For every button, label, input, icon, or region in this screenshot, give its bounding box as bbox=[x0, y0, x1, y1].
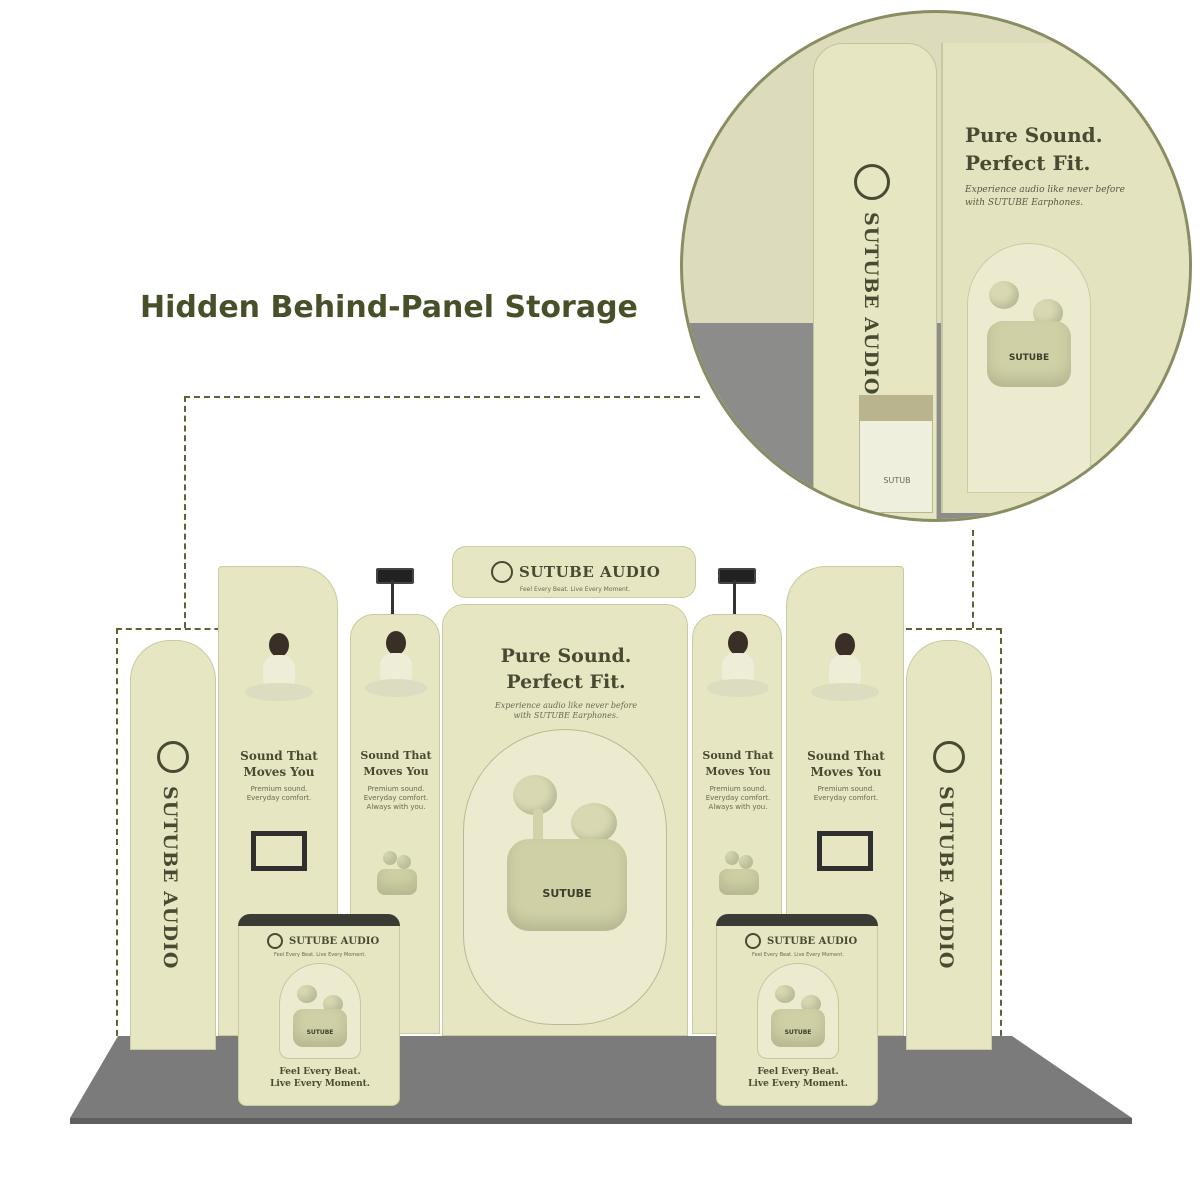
zoom-detail-circle: Pure Sound. Perfect Fit. Experience audi… bbox=[680, 10, 1192, 522]
spotlight-icon bbox=[376, 568, 414, 584]
zoom-back-panel: Pure Sound. Perfect Fit. Experience audi… bbox=[941, 43, 1189, 513]
center-sub-line1: Experience audio like never before bbox=[494, 701, 638, 710]
side-title-line2: Moves You bbox=[705, 765, 771, 778]
side-title-line1: Sound That bbox=[702, 749, 774, 762]
case-label: SUTUBE bbox=[306, 1029, 334, 1036]
spotlight-arm-right bbox=[733, 580, 736, 620]
earbuds-icon bbox=[719, 851, 759, 895]
left-counter: SUTUBE AUDIO Feel Every Beat. Live Every… bbox=[238, 914, 400, 1106]
counter-top-right bbox=[716, 914, 878, 926]
counter-line1: Feel Every Beat. bbox=[757, 1067, 839, 1077]
side-copy-line2: Everyday comfort. bbox=[813, 794, 879, 802]
side-title-line1: Sound That bbox=[360, 749, 432, 762]
meditating-person-icon bbox=[809, 633, 881, 709]
side-copy-line3: Always with you. bbox=[708, 803, 768, 811]
side-copy-line2: Everyday comfort. bbox=[705, 794, 771, 802]
side-title-line2: Moves You bbox=[363, 765, 429, 778]
side-title-line1: Sound That bbox=[240, 749, 318, 763]
center-headline-line1: Pure Sound. bbox=[500, 645, 632, 667]
earbuds-icon bbox=[377, 851, 417, 895]
counter-line2: Live Every Moment. bbox=[748, 1079, 848, 1089]
connector-line-right-drop bbox=[972, 530, 974, 628]
zoom-sub-line2: with SUTUBE Earphones. bbox=[965, 198, 1084, 208]
sutube-logo-icon bbox=[157, 741, 189, 773]
header-brand: SUTUBE AUDIO bbox=[519, 563, 661, 581]
side-copy-line2: Everyday comfort. bbox=[246, 794, 312, 802]
zoom-headline-line1: Pure Sound. bbox=[965, 123, 1103, 147]
side-copy-line1: Premium sound. bbox=[250, 785, 308, 793]
tower-brand-right: SUTUBE AUDIO bbox=[935, 786, 957, 970]
counter-tagline: Feel Every Beat. Live Every Moment. bbox=[752, 952, 844, 958]
sutube-logo-icon bbox=[933, 741, 965, 773]
side-copy-line1: Premium sound. bbox=[367, 785, 425, 793]
page-title: Hidden Behind-Panel Storage bbox=[140, 290, 638, 325]
center-sub-line2: with SUTUBE Earphones. bbox=[513, 711, 619, 720]
counter-brand: SUTUBE AUDIO bbox=[289, 936, 380, 947]
counter-tagline: Feel Every Beat. Live Every Moment. bbox=[274, 952, 366, 958]
side-title-line2: Moves You bbox=[243, 765, 315, 779]
side-title-line1: Sound That bbox=[807, 749, 885, 763]
side-copy-line1: Premium sound. bbox=[817, 785, 875, 793]
zoom-headline-line2: Perfect Fit. bbox=[965, 151, 1091, 175]
right-storage-tower: SUTUBE AUDIO bbox=[906, 640, 992, 1050]
counter-top-left bbox=[238, 914, 400, 926]
side-copy-line1: Premium sound. bbox=[709, 785, 767, 793]
sutube-logo-icon bbox=[745, 933, 761, 949]
counter-line1: Feel Every Beat. bbox=[279, 1067, 361, 1077]
case-label: SUTUBE bbox=[542, 887, 592, 900]
meditating-person-icon bbox=[363, 631, 429, 703]
earbuds-icon: SUTUBE bbox=[983, 281, 1073, 391]
center-header-sign: SUTUBE AUDIO Feel Every Beat. Live Every… bbox=[452, 546, 696, 598]
tower-brand-left: SUTUBE AUDIO bbox=[159, 786, 181, 970]
tv-mount-icon bbox=[251, 831, 307, 871]
side-title-line2: Moves You bbox=[810, 765, 882, 779]
earbuds-icon: SUTUBE bbox=[291, 985, 349, 1047]
counter-line2: Live Every Moment. bbox=[270, 1079, 370, 1089]
sutube-logo-icon bbox=[854, 164, 890, 200]
left-storage-tower: SUTUBE AUDIO bbox=[130, 640, 216, 1050]
zoom-sub-line1: Experience audio like never before bbox=[965, 185, 1125, 195]
box-lid bbox=[859, 395, 933, 421]
zoom-storage-box: SUTUB bbox=[859, 395, 933, 513]
spotlight-icon bbox=[718, 568, 756, 584]
case-label: SUTUBE bbox=[1008, 353, 1050, 363]
counter-brand: SUTUBE AUDIO bbox=[767, 936, 858, 947]
meditating-person-icon bbox=[705, 631, 771, 703]
header-tagline: Feel Every Beat. Live Every Moment. bbox=[519, 586, 631, 593]
tv-mount-icon bbox=[817, 831, 873, 871]
spotlight-arm-left bbox=[391, 580, 394, 620]
zoom-tower-brand: SUTUBE AUDIO bbox=[860, 212, 882, 396]
earbuds-icon: SUTUBE bbox=[499, 775, 635, 931]
right-counter: SUTUBE AUDIO Feel Every Beat. Live Every… bbox=[716, 914, 878, 1106]
meditating-person-icon bbox=[243, 633, 315, 709]
side-copy-line3: Always with you. bbox=[366, 803, 426, 811]
box-label: SUTUB bbox=[883, 476, 911, 485]
connector-line-left bbox=[184, 396, 700, 398]
sutube-logo-icon bbox=[267, 933, 283, 949]
center-headline-line2: Perfect Fit. bbox=[506, 671, 626, 693]
case-label: SUTUBE bbox=[784, 1029, 812, 1036]
center-main-panel: Pure Sound. Perfect Fit. Experience audi… bbox=[442, 604, 688, 1036]
sutube-logo-icon bbox=[491, 561, 513, 583]
earbuds-icon: SUTUBE bbox=[769, 985, 827, 1047]
connector-line-left-drop bbox=[184, 396, 186, 628]
side-copy-line2: Everyday comfort. bbox=[363, 794, 429, 802]
